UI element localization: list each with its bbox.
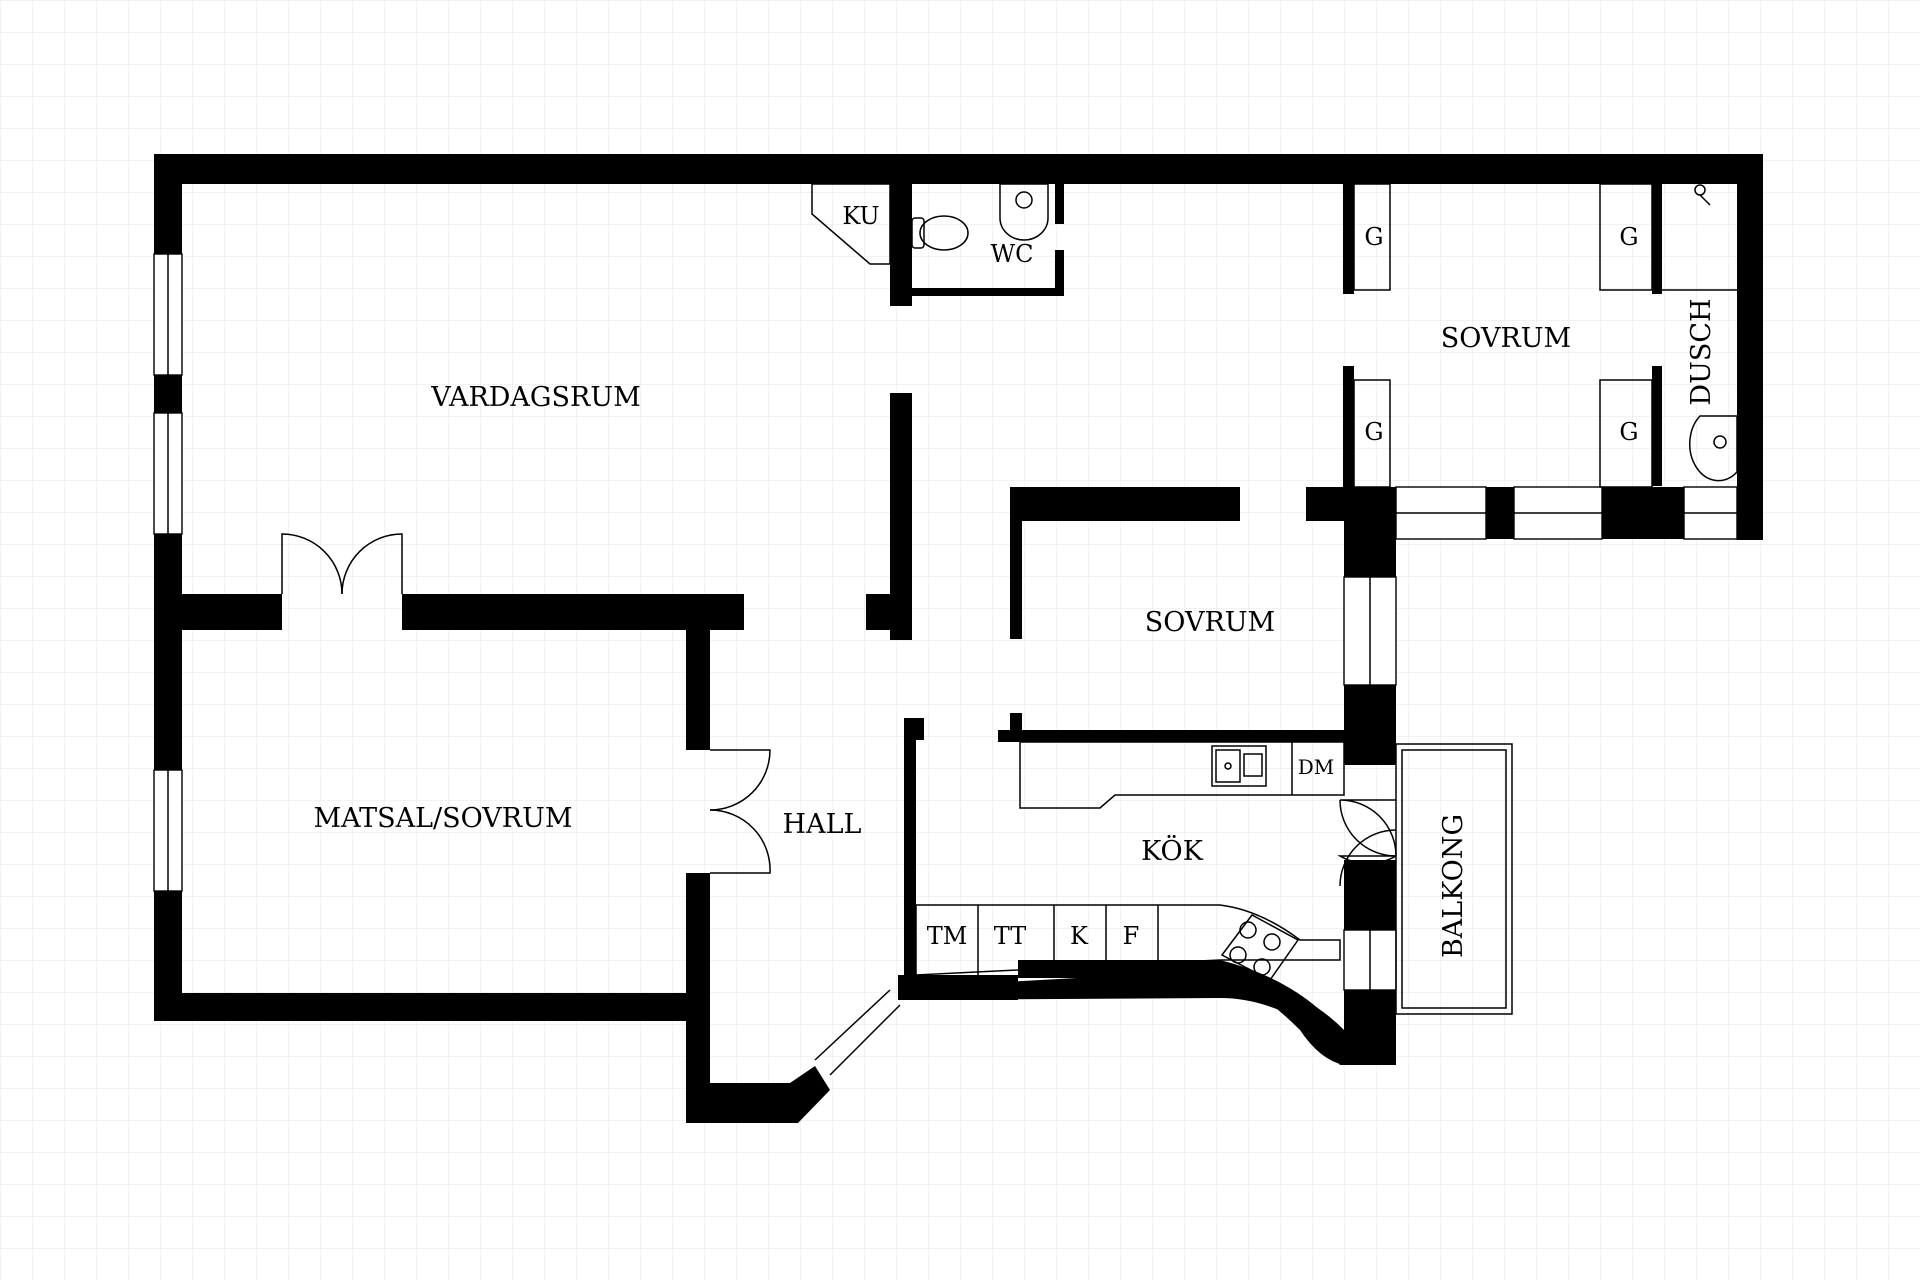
windows	[153, 253, 1738, 1076]
room-label-wc: WC	[990, 240, 1033, 268]
room-label-dusch: DUSCH	[1686, 298, 1717, 405]
fixture-label-ku: KU	[842, 202, 879, 230]
room-label-sovrum-right: SOVRUM	[1441, 323, 1571, 354]
fixture-label-dm: DM	[1298, 755, 1335, 779]
fixture-label-g-3: G	[1364, 418, 1383, 446]
balcony	[1395, 743, 1513, 1015]
doors	[281, 533, 1397, 887]
room-label-balkong: BALKONG	[1438, 814, 1469, 958]
room-label-kok: KÖK	[1141, 833, 1204, 867]
sink-icon	[999, 183, 1049, 241]
shower-sink-icon	[1689, 415, 1738, 482]
fixture-label-f: F	[1123, 922, 1140, 950]
fixture-label-g-1: G	[1364, 223, 1383, 251]
room-label-sovrum-center: SOVRUM	[1145, 607, 1275, 638]
fixtures	[811, 183, 1738, 981]
kitchen-sink-icon	[1211, 745, 1267, 787]
fixture-label-g-2: G	[1619, 223, 1638, 251]
fixture-label-g-4: G	[1619, 418, 1638, 446]
fixture-labels: KU G G G G DM TM TT K F	[842, 202, 1638, 950]
fixture-label-tm: TM	[927, 922, 968, 950]
room-label-vardagsrum: VARDAGSRUM	[430, 382, 640, 413]
walls	[154, 154, 1763, 1123]
shower-head-icon	[1694, 184, 1711, 206]
fixture-label-tt: TT	[994, 922, 1026, 950]
toilet-icon	[911, 215, 969, 251]
room-labels: VARDAGSRUM MATSAL/SOVRUM HALL SOVRUM SOV…	[313, 240, 1717, 958]
stove-icon	[1220, 914, 1300, 981]
fixture-label-k: K	[1070, 922, 1089, 950]
room-label-matsal-sovrum: MATSAL/SOVRUM	[313, 803, 572, 834]
room-label-hall: HALL	[783, 809, 862, 840]
